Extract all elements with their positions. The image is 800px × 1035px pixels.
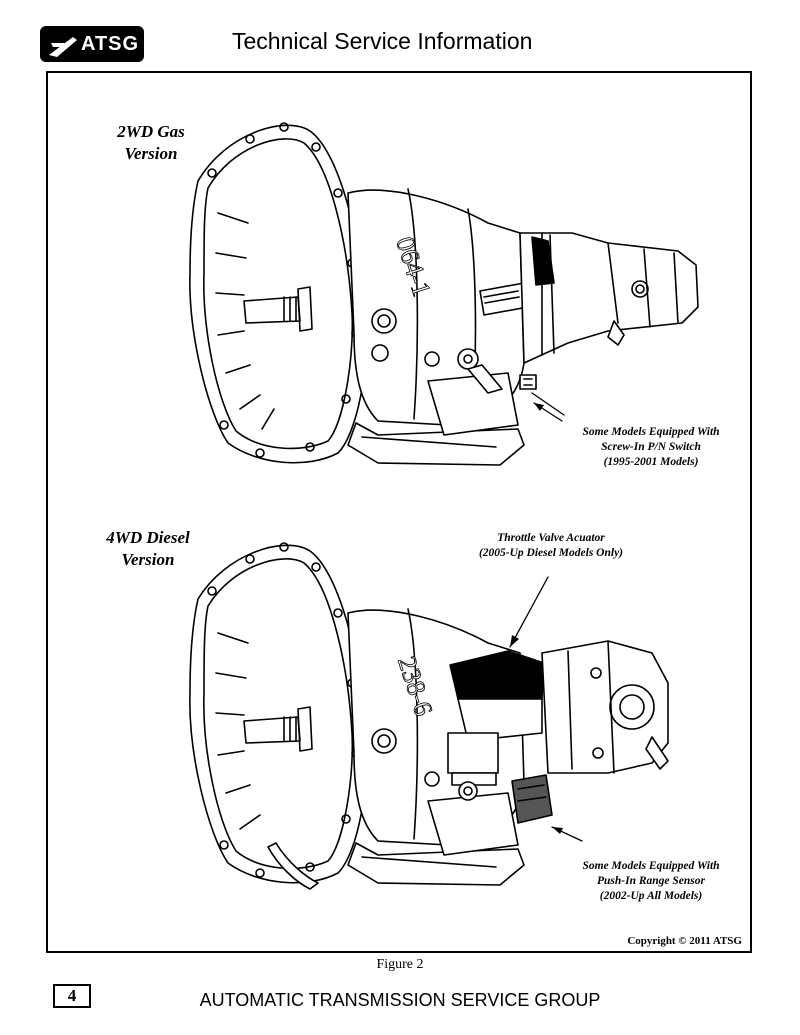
transmission-illustration: 064-1	[189, 122, 699, 890]
atsg-logo: ATSG	[40, 26, 144, 62]
bottom-version-label: 4WD Diesel Version	[106, 528, 190, 569]
bottom-callout-throttle-valve: Throttle Valve Acuator (2005-Up Diesel M…	[478, 532, 624, 559]
logo-text: ATSG	[81, 33, 140, 55]
page-title: Technical Service Information	[232, 28, 533, 54]
atsg-logo-mark-icon	[49, 37, 77, 57]
bottom-callout-range-sensor: Some Models Equipped With Push-In Range …	[582, 860, 720, 902]
page-number: 4	[53, 984, 91, 1008]
copyright-notice: Copyright © 2011 ATSG	[627, 935, 742, 947]
bottom-transmission-drawing: 238-6	[189, 542, 669, 890]
top-callout-pn-switch: Some Models Equipped With Screw-In P/N S…	[582, 426, 720, 468]
figure-frame: 064-1	[46, 71, 752, 953]
footer-title: AUTOMATIC TRANSMISSION SERVICE GROUP	[199, 990, 601, 1010]
figure-caption: Figure 2	[376, 957, 424, 972]
top-transmission-drawing: 064-1	[189, 122, 699, 466]
top-version-label: 2WD Gas Version	[117, 122, 185, 163]
